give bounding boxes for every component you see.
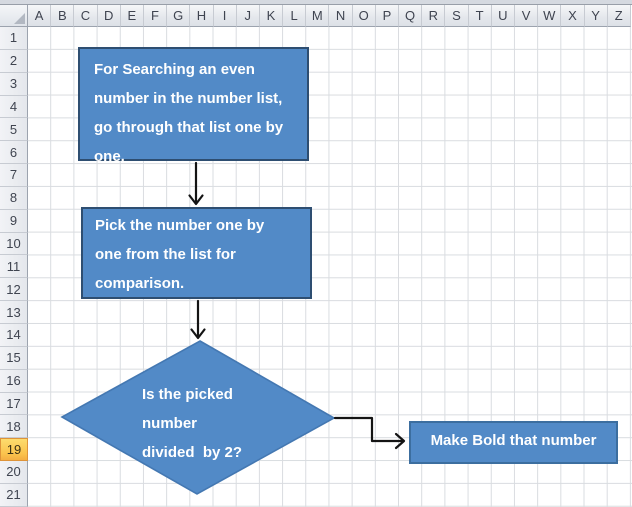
column-header[interactable]: J xyxy=(236,5,260,27)
row-header[interactable]: 12 xyxy=(0,278,28,302)
row-header[interactable]: 11 xyxy=(0,255,28,279)
column-header[interactable]: W xyxy=(538,5,562,27)
column-header[interactable]: B xyxy=(51,5,75,27)
row-header[interactable]: 7 xyxy=(0,164,28,187)
shape-text-line: divided by 2? xyxy=(142,444,243,461)
shape-text-line: Is the picked xyxy=(142,386,233,403)
row-header[interactable]: 9 xyxy=(0,209,28,233)
column-header[interactable]: G xyxy=(167,5,191,27)
shape-text-line: Pick the number one by xyxy=(95,217,265,234)
row-header[interactable]: 1 xyxy=(0,27,28,50)
shape-text-line: one. xyxy=(94,148,125,165)
column-header[interactable]: A xyxy=(28,5,52,27)
row-header[interactable]: 13 xyxy=(0,301,28,324)
result-box-label: Make Bold that number xyxy=(430,432,597,449)
shape-text-line: For Searching an even xyxy=(94,61,255,78)
shape-text-line: one from the list for xyxy=(95,246,236,263)
formula-bar-bottom-edge xyxy=(0,0,632,5)
row-header[interactable]: 15 xyxy=(0,346,28,370)
row-header[interactable]: 16 xyxy=(0,369,28,393)
row-header[interactable]: 3 xyxy=(0,72,28,96)
column-header[interactable]: T xyxy=(468,5,492,27)
shape-text-line: comparison. xyxy=(95,275,185,292)
column-header[interactable]: S xyxy=(445,5,469,27)
row-header[interactable]: 8 xyxy=(0,186,28,210)
column-header[interactable]: N xyxy=(329,5,353,27)
column-header[interactable]: L xyxy=(283,5,307,27)
column-header[interactable]: Y xyxy=(584,5,608,27)
decision-diamond-text: Is the picked number divided by 2? xyxy=(142,380,242,467)
row-header[interactable]: 5 xyxy=(0,118,28,142)
column-header[interactable]: U xyxy=(491,5,515,27)
row-header[interactable]: 20 xyxy=(0,461,28,484)
column-header[interactable]: E xyxy=(120,5,144,27)
column-header[interactable]: Q xyxy=(399,5,423,27)
shape-text-line: number xyxy=(142,415,198,432)
column-header[interactable]: P xyxy=(375,5,399,27)
row-header[interactable]: 4 xyxy=(0,95,28,119)
column-header[interactable]: M xyxy=(306,5,330,27)
column-header[interactable]: X xyxy=(561,5,585,27)
column-header[interactable]: Z xyxy=(607,5,631,27)
row-header[interactable]: 18 xyxy=(0,415,28,439)
select-all-corner[interactable] xyxy=(0,5,28,27)
flowchart-step-2-box[interactable]: Pick the number one by one from the list … xyxy=(81,207,312,299)
column-header[interactable]: R xyxy=(422,5,446,27)
row-header[interactable]: 14 xyxy=(0,323,28,347)
column-header[interactable]: F xyxy=(143,5,168,27)
select-all-triangle-icon xyxy=(14,13,25,24)
column-header[interactable]: C xyxy=(74,5,98,27)
shape-text-line: number in the number list, xyxy=(94,90,283,107)
row-header[interactable]: 17 xyxy=(0,392,28,416)
row-header[interactable]: 2 xyxy=(0,49,28,73)
column-header[interactable]: I xyxy=(213,5,237,27)
flowchart-step-1-box[interactable]: For Searching an even number in the numbe… xyxy=(78,47,309,165)
row-header[interactable]: 19 xyxy=(0,438,28,462)
row-header[interactable]: 6 xyxy=(0,141,28,165)
shape-text-line: go through that list one by xyxy=(94,119,284,136)
column-header[interactable]: O xyxy=(352,5,376,27)
column-header[interactable]: D xyxy=(97,5,121,27)
row-header[interactable]: 10 xyxy=(0,232,28,256)
row-header[interactable]: 21 xyxy=(0,483,28,507)
column-header[interactable]: K xyxy=(259,5,284,27)
column-header[interactable]: V xyxy=(514,5,539,27)
column-header[interactable]: H xyxy=(190,5,214,27)
flowchart-result-box[interactable]: Make Bold that number xyxy=(409,421,618,464)
